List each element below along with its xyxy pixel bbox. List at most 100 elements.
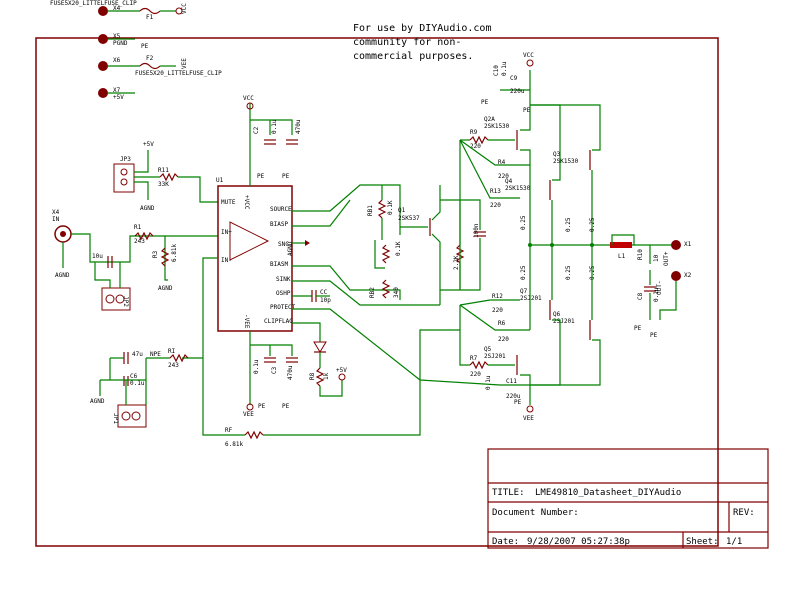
f2-label: F2 (146, 55, 154, 62)
r4-value: 220 (498, 173, 509, 180)
vcc-label-out: VCC (523, 52, 534, 59)
in-label: IN (52, 216, 60, 223)
r11-label: R11 (158, 167, 169, 174)
feedback-section: RI 243 NPE 47u C6 0.1u AGND JP1 RF 6.81k (90, 257, 460, 448)
c10u-label: 10u (92, 253, 103, 260)
r3-value: 6.81k (171, 244, 178, 262)
mute-section: JP3 +5V AGND R11 33K (113, 141, 218, 212)
r8-label: R8 (309, 372, 316, 380)
pin-protect: PROTECT (270, 304, 296, 311)
ri-resistor-icon (169, 353, 189, 363)
pe-label-c5: PE (282, 403, 290, 410)
usage-notice: For use by DIYAudio.com community for no… (353, 23, 491, 62)
x1-terminal-icon (671, 240, 681, 250)
out-plus-label: OUT+ (663, 251, 670, 266)
c10-value: 0.1u (501, 61, 508, 76)
date-label: Date: (492, 537, 519, 547)
pin-snc: SNC (278, 241, 289, 248)
pin-in-plus: IN+ (221, 229, 232, 236)
pin-source: SOURCE (270, 206, 292, 213)
r7-resistor-icon (469, 360, 489, 370)
diode-icon (313, 341, 327, 353)
sheet-label: Sheet: (686, 537, 719, 547)
c2-label: C2 (253, 126, 260, 134)
c11-value: 220u (506, 393, 521, 400)
title-value: LME49810_Datasheet_DIYAudio (535, 488, 681, 498)
r11-resistor-icon (159, 172, 179, 182)
c6-label: C6 (130, 373, 138, 380)
pe-label-x5: PE (141, 43, 149, 50)
cc-label: CC (320, 289, 328, 296)
rf-resistor-icon (244, 430, 264, 440)
rb3-pot-icon (381, 244, 391, 264)
r-0.25-c: 0.25 (589, 217, 596, 232)
c11-label: C11 (506, 378, 517, 385)
q3-value: 2SK1530 (553, 158, 579, 165)
pin-biasp: BIASP (270, 221, 288, 228)
power-connectors: FUSE5X20_LITTELFUSE_CLIP X4 F1 VCC X5 PG… (50, 0, 222, 101)
rb1-value: 0.1K (387, 200, 394, 215)
r10-label: R10 (637, 249, 644, 260)
bias-section: RB1 0.1K 0.1K RB2 340 Q1 2SK537 100n 2.2… (292, 184, 486, 306)
x6-label: X6 (113, 57, 121, 64)
pin-vee: -VEE (243, 314, 250, 329)
l1-inductor-icon (610, 242, 632, 248)
agnd-label-ic: AGND (287, 241, 294, 256)
input-section: X4 IN AGND 10u JP2 R1 243 R3 6.81k AGND (52, 209, 218, 311)
agnd-label-r3: AGND (158, 285, 173, 292)
q2a-value: 2SK1530 (484, 123, 510, 130)
vee-top-label: VEE (181, 58, 188, 69)
pe-label-out: PE (650, 332, 658, 339)
rf-label: RF (225, 427, 233, 434)
c47u2-label: 47u (132, 351, 143, 358)
r7-value: 220 (470, 371, 481, 378)
l1-label: L1 (618, 253, 626, 260)
r1-value: 243 (134, 238, 145, 245)
r6-label: R6 (498, 320, 506, 327)
r7-label: R7 (470, 355, 478, 362)
date-value: 9/28/2007 05:27:38p (527, 537, 630, 547)
x7-label: X7 (113, 87, 121, 94)
c10-label: C10 (493, 65, 500, 76)
q4-label: Q4 (505, 178, 513, 185)
x4-input-label: X4 (52, 209, 60, 216)
q6-label: Q6 (553, 311, 561, 318)
pe-label-c10: PE (481, 99, 489, 106)
pin-biasm: BIASM (270, 261, 288, 268)
c2-value: 0.1u (271, 119, 278, 134)
rb2-resistor-icon (381, 279, 391, 299)
r2k-label: 2.2K (453, 255, 460, 270)
pe-label-c2: PE (257, 173, 265, 180)
r-0.25-a: 0.25 (520, 215, 527, 230)
r12-label: R12 (492, 293, 503, 300)
c6-value: 0.1u (130, 380, 145, 387)
r11-value: 33K (158, 181, 169, 188)
c100n-label: 100n (473, 223, 480, 238)
q1-label: Q1 (398, 207, 406, 214)
r8-value: 1k (323, 372, 330, 380)
r9-value: 220 (470, 143, 481, 150)
r9-label: R9 (470, 129, 478, 136)
rb1-label: RB1 (367, 205, 374, 216)
r1-label: R1 (134, 224, 142, 231)
agnd-label-mute: AGND (140, 205, 155, 212)
ri-value: 243 (168, 362, 179, 369)
jp2-label: JP2 (122, 296, 129, 307)
jp1-label: JP1 (112, 413, 119, 424)
r6-value: 220 (498, 336, 509, 343)
rb2-label: RB2 (369, 287, 376, 298)
c9-label: C9 (510, 75, 518, 82)
output-stage: R9 220 R4 220 R13 220 Q2A 2SK1530 Q3 2SK… (292, 52, 610, 422)
c5-value: 470u (287, 365, 294, 380)
x5-label: X5 (113, 33, 121, 40)
output-filter: L1 X1 OUT+ R10 10 C8 0.1u PE X2 OUT- PE (610, 234, 692, 339)
q1-value: 2SK537 (398, 215, 420, 222)
jp3-connector-icon (113, 163, 135, 193)
c4-value: 470u (295, 119, 302, 134)
c8-value: 0.1u (653, 287, 660, 302)
r3-resistor-icon (160, 247, 170, 267)
pin-sink: SINK (276, 276, 291, 283)
q2a-label: Q2A (484, 116, 495, 123)
x2-label: X2 (684, 272, 692, 279)
